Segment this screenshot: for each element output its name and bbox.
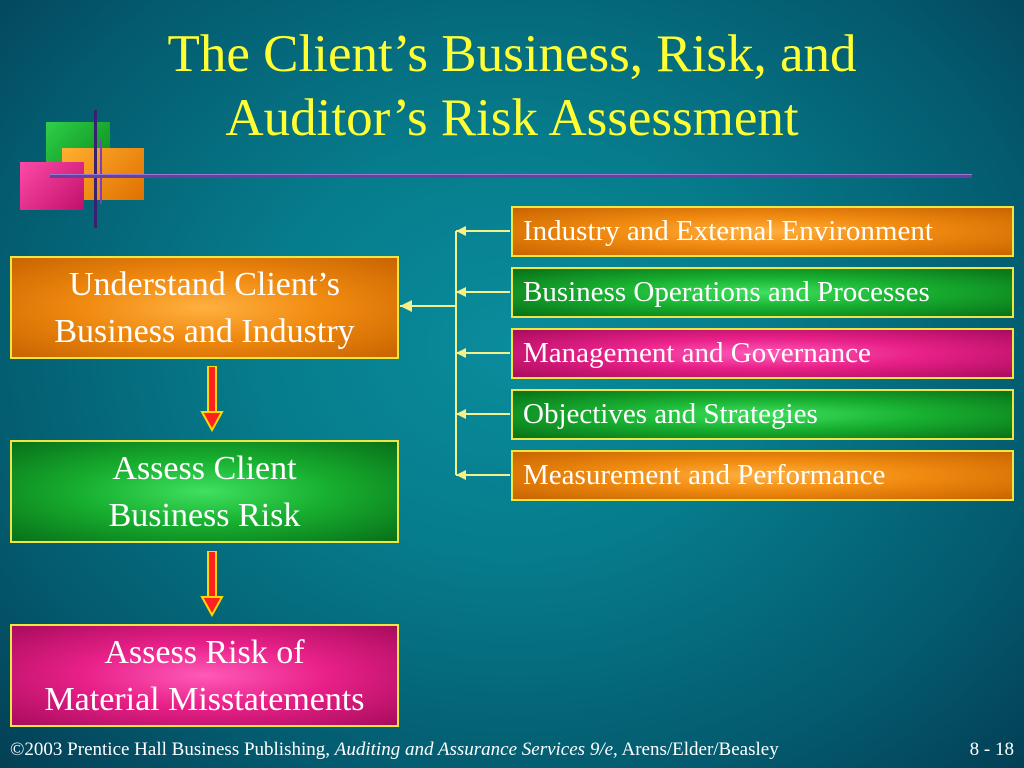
factor-label: Management and Governance — [523, 337, 871, 369]
factor-objectives-strategies: Objectives and Strategies — [511, 389, 1014, 440]
down-arrow-icon — [200, 366, 224, 432]
step-understand-business: Understand Client’s Business and Industr… — [10, 256, 399, 359]
step-understand-line-1: Understand Client’s — [68, 265, 340, 303]
factor-business-operations: Business Operations and Processes — [511, 267, 1014, 318]
factor-label: Industry and External Environment — [523, 215, 933, 247]
page-number: 8 - 18 — [969, 739, 1014, 760]
title-underline — [50, 174, 972, 178]
logo-vertical-line — [94, 110, 97, 228]
pink-square — [20, 162, 84, 210]
factor-industry-environment: Industry and External Environment — [511, 206, 1014, 257]
title-line-1: The Client’s Business, Risk, and — [167, 25, 857, 83]
slide-footer: ©2003 Prentice Hall Business Publishing,… — [10, 739, 1014, 761]
step-understand-line-2: Business and Industry — [54, 312, 355, 350]
step-misstatement-line-2: Material Misstatements — [44, 680, 365, 718]
footer-authors: , Arens/Elder/Beasley — [613, 739, 779, 760]
slide-title: The Client’s Business, Risk, and Auditor… — [60, 22, 964, 150]
logo-vertical-line-accent — [100, 140, 102, 204]
step-business-risk-line-2: Business Risk — [108, 496, 301, 534]
step-assess-material-misstatement: Assess Risk of Material Misstatements — [10, 624, 399, 727]
title-line-2: Auditor’s Risk Assessment — [225, 89, 799, 147]
factor-management-governance: Management and Governance — [511, 328, 1014, 379]
footer-book-title: Auditing and Assurance Services 9/e — [334, 739, 614, 760]
footer-copyright: ©2003 Prentice Hall Business Publishing, — [10, 739, 335, 760]
factor-measurement-performance: Measurement and Performance — [511, 450, 1014, 501]
factor-label: Objectives and Strategies — [523, 398, 818, 430]
factor-label: Measurement and Performance — [523, 459, 886, 491]
step-misstatement-line-1: Assess Risk of — [104, 633, 305, 671]
step-assess-business-risk: Assess Client Business Risk — [10, 440, 399, 543]
down-arrow-icon — [200, 551, 224, 617]
factor-label: Business Operations and Processes — [523, 276, 930, 308]
step-business-risk-line-1: Assess Client — [112, 449, 297, 487]
